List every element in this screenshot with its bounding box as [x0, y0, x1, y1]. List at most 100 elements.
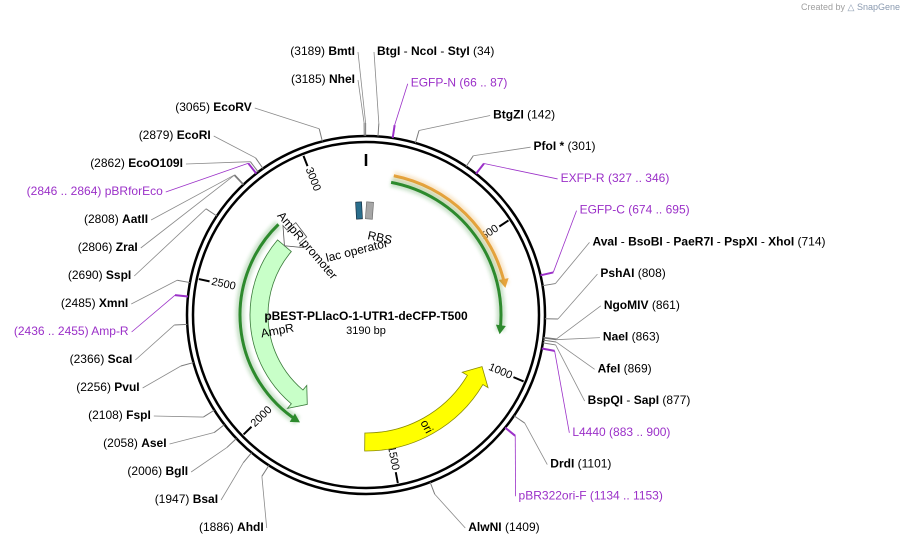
tick-mark — [513, 376, 524, 383]
tick-label: 1500 — [385, 445, 401, 471]
site-label-part: (2485) — [61, 296, 99, 310]
site-label-part: (142) — [524, 108, 555, 122]
site-label-part: EcoO109I — [128, 156, 183, 170]
site-avai-group[interactable]: AvaI - BsoBI - PaeR7I - PspXI - XhoI (71… — [542, 235, 826, 287]
site-fspi[interactable]: (2108) FspI — [88, 408, 215, 422]
site-xmni[interactable]: (2485) XmnI — [61, 279, 191, 310]
site-marker — [318, 128, 323, 142]
site-ecoo109i[interactable]: (2862) EcoO109I — [90, 156, 259, 173]
site-label-part: FspI — [126, 408, 151, 422]
site-scai[interactable]: (2366) ScaI — [70, 323, 188, 366]
site-marker — [174, 294, 189, 298]
site-egfp-n[interactable]: EGFP-N (66 .. 87) — [391, 76, 508, 139]
site-label-part: - — [757, 235, 768, 249]
site-label-part: BspQI — [588, 393, 623, 407]
site-label-part: BtgI — [377, 44, 400, 58]
tick-label: 3000 — [303, 166, 323, 193]
leader-line — [552, 210, 577, 273]
site-label: BtgI - NcoI - StyI (34) — [377, 44, 494, 58]
tick-mark — [498, 219, 510, 228]
site-afei[interactable]: AfeI (869) — [543, 339, 652, 376]
tick-mark — [198, 278, 210, 283]
ampr-promoter-arrow[interactable] — [282, 222, 308, 249]
site-pfoi[interactable]: PfoI * (301) — [465, 139, 596, 167]
site-naei[interactable]: NaeI (863) — [543, 330, 660, 344]
site-label-part: AseI — [141, 436, 166, 450]
site-label: pBR322ori-F (1134 .. 1153) — [519, 488, 663, 502]
leader-line — [394, 83, 409, 126]
amp-transcript-arrow[interactable] — [235, 221, 300, 425]
site-marker — [504, 426, 516, 437]
leader-line — [185, 161, 251, 165]
ori-arrow[interactable] — [364, 366, 489, 452]
site-ahdi[interactable]: (1886) AhdI — [199, 465, 270, 534]
site-label-part: (2846 .. 2864) — [27, 184, 105, 198]
site-egfp-c[interactable]: EGFP-C (674 .. 695) — [540, 203, 690, 277]
site-pbrforeco[interactable]: (2846 .. 2864) pBRforEco — [27, 162, 258, 198]
site-label-part: EcoRV — [213, 100, 251, 114]
site-ngomiv[interactable]: NgoMIV (861) — [543, 298, 680, 340]
leader-line — [133, 208, 207, 277]
decfp-arrow-body — [393, 174, 507, 285]
site-pshai[interactable]: PshAI (808) — [544, 266, 666, 320]
lac-transcript-arrow-body — [390, 180, 503, 332]
site-label-part: (2436 .. 2455) — [14, 324, 91, 338]
site-bgli[interactable]: (2006) BglI — [127, 438, 237, 478]
site-label-part: (2256) — [76, 380, 114, 394]
site-label-part: AvaI — [593, 235, 618, 249]
site-label-part: (863) — [628, 330, 659, 344]
site-marker — [542, 283, 556, 287]
site-label-part: BsaI — [193, 492, 218, 506]
site-btgzi[interactable]: BtgZI (142) — [414, 108, 555, 144]
site-l4440[interactable]: L4440 (883 .. 900) — [541, 347, 671, 439]
site-bmti[interactable]: (3189) BmtI — [290, 44, 367, 137]
decfp-arrow[interactable] — [392, 171, 510, 288]
site-label: (2006) BglI — [127, 464, 188, 478]
site-pvui[interactable]: (2256) PvuI — [76, 362, 194, 395]
plasmid-name: pBEST-PLlacO-1-UTR1-deCFP-T500 — [264, 309, 468, 323]
site-label-part: (3189) — [290, 44, 328, 58]
site-nhei[interactable]: (3185) NheI — [291, 72, 365, 137]
site-drdi[interactable]: DrdI (1101) — [513, 415, 611, 471]
site-label-part: EGFP-N — [411, 76, 456, 90]
site-marker — [541, 347, 555, 352]
site-aatii[interactable]: (2808) AatII — [84, 174, 245, 226]
site-label-part: - — [663, 235, 674, 249]
site-label-part: ScaI — [108, 352, 133, 366]
leader-line — [150, 174, 235, 221]
site-bspqi-sapi[interactable]: BspQI - SapI (877) — [542, 342, 691, 407]
site-marker — [543, 339, 557, 343]
site-alwni[interactable]: AlwNI (1409) — [429, 481, 540, 534]
site-marker — [475, 162, 485, 175]
lac-transcript-arrow[interactable] — [390, 177, 506, 335]
site-label-part: NheI — [329, 72, 355, 86]
site-label-part: (327 .. 346) — [605, 171, 670, 185]
site-label: PfoI * (301) — [534, 139, 596, 153]
site-btgi-ncoi-styi[interactable]: BtgI - NcoI - StyI (34) — [373, 44, 494, 137]
site-label-part: (861) — [648, 298, 679, 312]
site-asei[interactable]: (2058) AseI — [103, 424, 225, 451]
site-marker — [250, 161, 259, 173]
lac-transcript-arrow-head — [495, 324, 506, 335]
site-bsai[interactable]: (1947) BsaI — [155, 452, 252, 506]
backbone-inner-ring — [191, 140, 541, 490]
site-label-part: PvuI — [114, 380, 139, 394]
site-marker — [205, 208, 218, 217]
site-marker — [255, 157, 264, 169]
ampr-arrow[interactable] — [249, 239, 308, 409]
amp-transcript-arrow-body — [238, 223, 299, 422]
site-exfp-r[interactable]: EXFP-R (327 .. 346) — [475, 162, 670, 186]
site-label-part: pBR322ori-F — [519, 488, 587, 502]
site-amp-r-primer[interactable]: (2436 .. 2455) Amp-R — [14, 294, 189, 338]
site-ecori[interactable]: (2879) EcoRI — [139, 128, 264, 169]
site-ecorv[interactable]: (3065) EcoRV — [175, 100, 323, 142]
created-by-text: Created by — [800, 2, 845, 12]
site-pbr322ori-f[interactable]: pBR322ori-F (1134 .. 1153) — [504, 426, 663, 503]
site-sspi[interactable]: (2690) SspI — [68, 208, 218, 282]
site-label-part: NgoMIV — [604, 298, 649, 312]
site-label: BspQI - SapI (877) — [588, 393, 691, 407]
site-zrai[interactable]: (2806) ZraI — [78, 175, 244, 254]
site-label-part: - — [617, 235, 628, 249]
site-label-part: XmnI — [99, 296, 128, 310]
backbone — [185, 134, 547, 496]
